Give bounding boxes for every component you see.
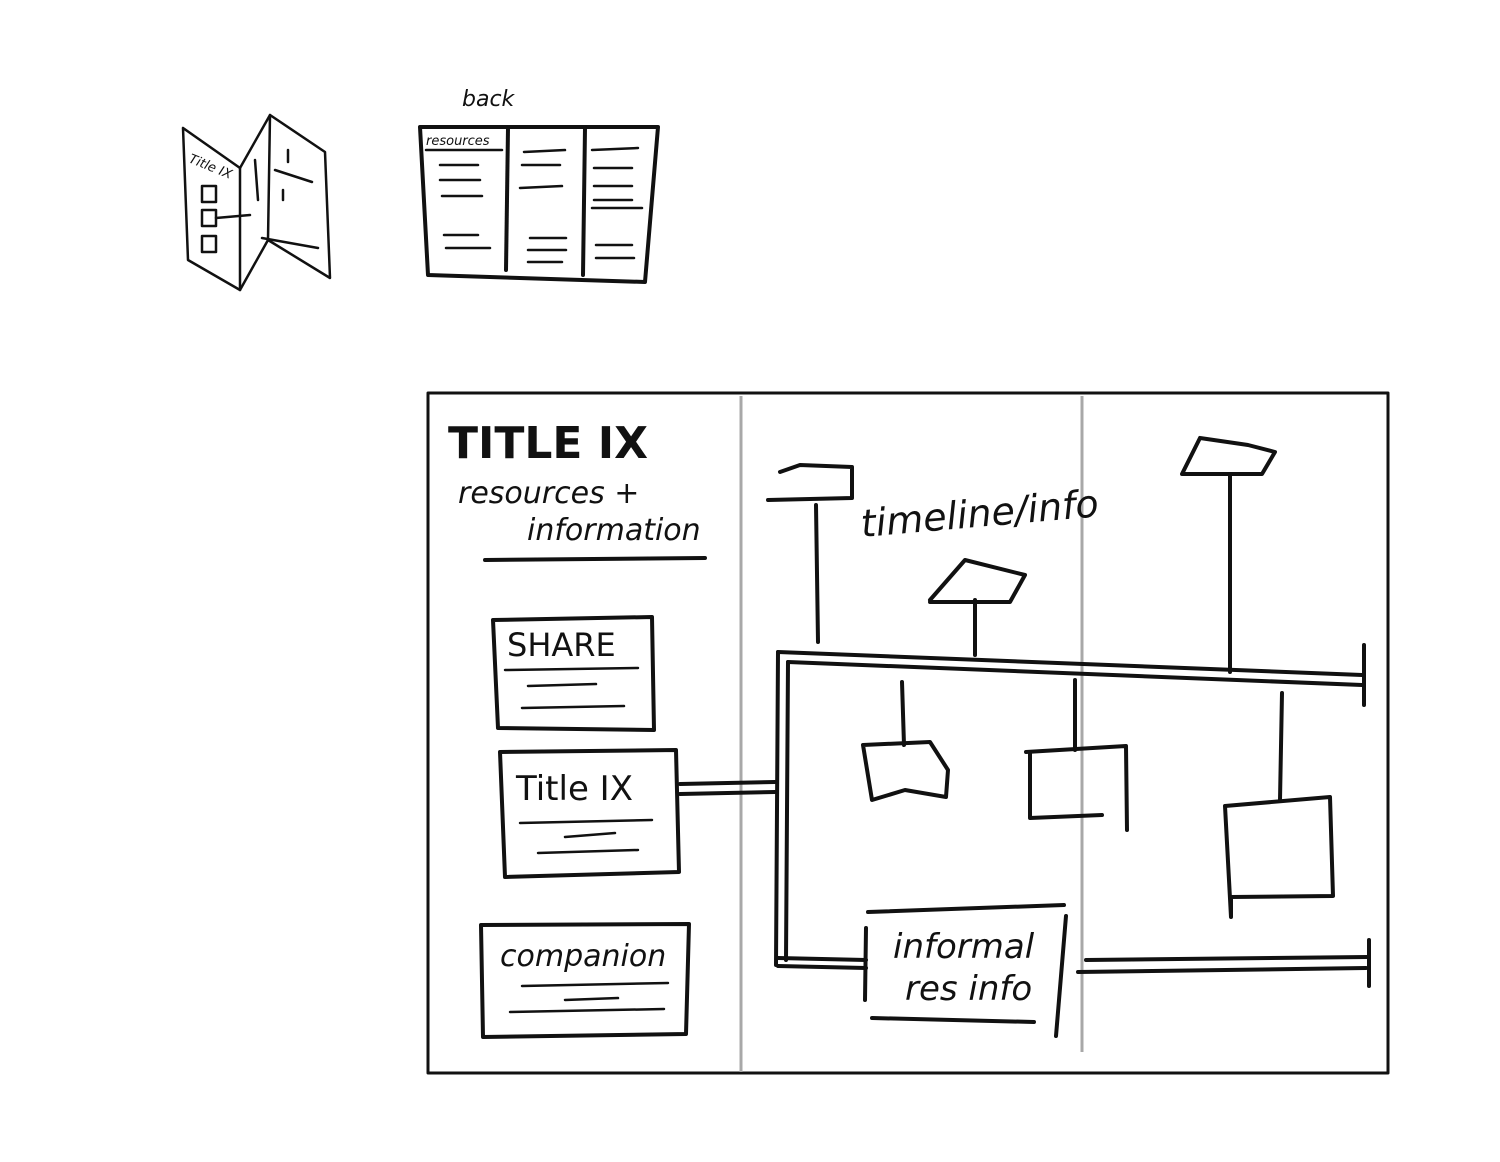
- subtitle-line-1: resources +: [458, 476, 639, 511]
- companion-text-line: [508, 1007, 666, 1014]
- thumb-timeline-top: [273, 168, 314, 184]
- brochure-fold-right: [266, 113, 272, 242]
- share-text-line: [520, 704, 626, 710]
- connector-line: [678, 790, 777, 796]
- marker-shape: [861, 740, 950, 802]
- companion-text-line: [563, 996, 620, 1002]
- informal-label-line-2: res info: [905, 969, 1032, 1009]
- brochure-outline: [181, 113, 332, 292]
- main-sketch: TITLE IX resources + information SHARE T…: [426, 391, 1390, 1075]
- marker-shape: [1028, 750, 1104, 820]
- connector-vertical: [784, 660, 790, 962]
- thumb-timeline-bottom: [260, 236, 320, 250]
- subtitle-line-2: information: [527, 513, 701, 548]
- timeline-main: [776, 643, 1366, 707]
- back-panel-outline: [418, 125, 660, 284]
- informal-branch: informal res info: [776, 903, 1371, 1038]
- branch-line: [776, 956, 868, 962]
- timeline-marker-1: [766, 463, 854, 644]
- timeline-label: timeline/info: [859, 481, 1100, 546]
- informal-box-right: [1054, 914, 1068, 1038]
- back-panel-header: resources: [426, 134, 490, 149]
- informal-box-top: [866, 903, 1066, 914]
- thumb-box-1: [200, 184, 218, 204]
- back-panel-divider-2: [581, 126, 587, 277]
- timeline-marker-3: [1180, 436, 1277, 674]
- thumb-arrow: [253, 158, 260, 202]
- connector-vertical: [774, 650, 780, 967]
- connector-line: [678, 780, 777, 786]
- timeline-marker-2: [928, 558, 1027, 657]
- main-title: TITLE IX: [448, 418, 648, 469]
- title-ix-box-outline: [498, 748, 681, 879]
- share-box-outline: [491, 615, 656, 732]
- marker-stem: [900, 680, 906, 747]
- timeline-marker-4: [861, 680, 950, 802]
- share-box-label: SHARE: [507, 626, 616, 664]
- title-ix-text-line: [518, 818, 654, 825]
- share-text-line: [503, 666, 640, 672]
- marker-flag: [766, 463, 854, 502]
- informal-box-left: [863, 926, 868, 1002]
- timeline-marker-5: [1024, 678, 1129, 832]
- marker-stem: [1278, 691, 1284, 802]
- back-panel-divider-1: [504, 126, 510, 272]
- timeline-rail: [786, 660, 1364, 687]
- marker-flag: [928, 558, 1027, 604]
- marker-shape: [1223, 795, 1335, 919]
- informal-box-bottom: [870, 1016, 1036, 1024]
- title-ix-text-line: [536, 848, 640, 855]
- thumbnail-front-title: Title IX: [187, 152, 235, 183]
- main-frame: [426, 391, 1390, 1075]
- marker-flag: [1180, 436, 1277, 476]
- title-ix-text-line: [563, 831, 617, 839]
- informal-rail: [1084, 955, 1370, 962]
- share-box: SHARE: [491, 615, 656, 732]
- companion-box-label: companion: [500, 939, 666, 974]
- title-ix-connector: [678, 650, 790, 967]
- thumb-connector: [214, 213, 252, 220]
- timeline-marker-6: [1223, 691, 1335, 919]
- companion-box: companion: [479, 922, 691, 1039]
- thumbnail-back-caption: back: [462, 87, 516, 112]
- thumb-box-3: [200, 234, 218, 254]
- share-text-line: [526, 682, 598, 688]
- back-panel-text-lines: [438, 146, 644, 264]
- title-ix-box-label: Title IX: [515, 769, 633, 809]
- thumb-box-2: [200, 208, 218, 228]
- informal-label-line-1: informal: [893, 927, 1035, 967]
- companion-box-outline: [479, 922, 691, 1039]
- subtitle-underline: [483, 556, 707, 562]
- thumbnail-front: Title IX: [181, 113, 332, 292]
- marker-stem: [814, 503, 820, 644]
- title-ix-box: Title IX: [498, 748, 681, 879]
- informal-rail: [1076, 966, 1368, 974]
- marker-shape: [1024, 744, 1129, 832]
- branch-line: [776, 964, 868, 970]
- thumbnail-back: back resources: [418, 87, 660, 284]
- companion-text-line: [520, 981, 670, 988]
- timeline-rail: [776, 650, 1364, 677]
